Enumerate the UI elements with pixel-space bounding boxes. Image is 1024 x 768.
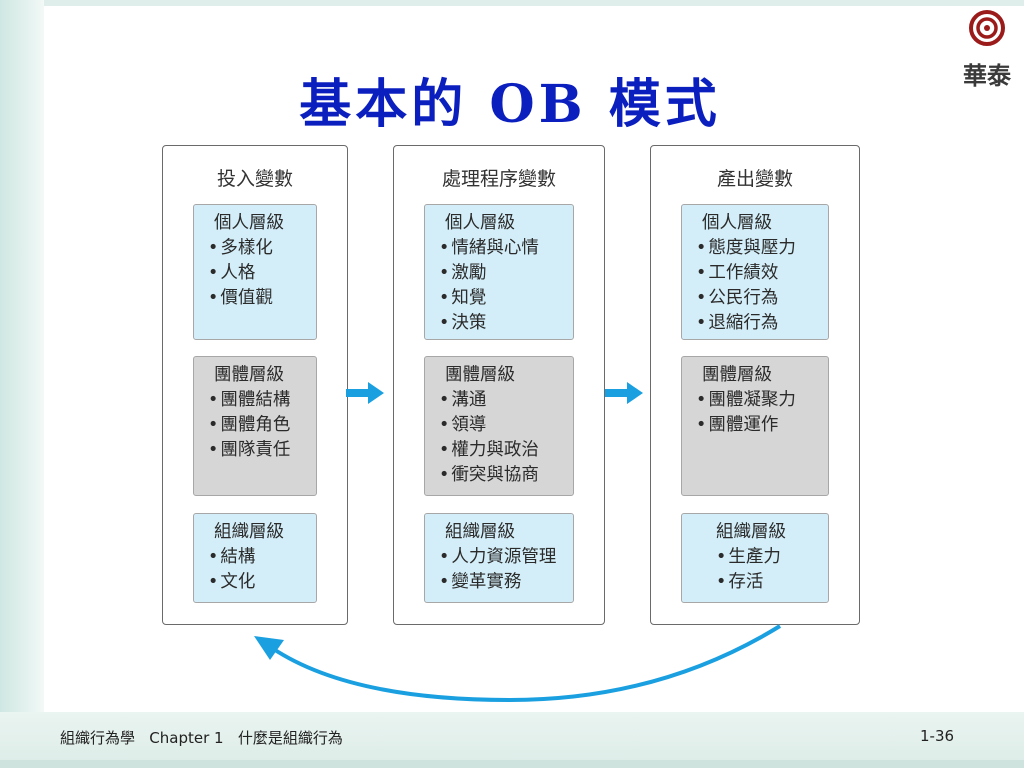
list-item: 多樣化 [208, 236, 316, 261]
card-group-level: 團體層級 團體凝聚力 團體運作 [681, 356, 829, 496]
ring-logo-icon [969, 10, 1005, 46]
feedback-arrow-icon [254, 624, 782, 703]
card-individual-level: 個人層級 情緒與心情 激勵 知覺 決策 [424, 204, 574, 340]
footer-course-label: 組織行為學 Chapter 1 什麼是組織行為 [60, 729, 343, 747]
column-title: 投入變數 [216, 168, 293, 190]
publisher-logo: 華泰 [958, 8, 1016, 90]
card-organization-level: 組織層級 結構 文化 [193, 513, 317, 603]
list-item: 團隊責任 [208, 438, 316, 463]
card-organization-level: 組織層級 人力資源管理 變革實務 [424, 513, 574, 603]
list-item: 團體角色 [208, 413, 316, 438]
column-process: 處理程序變數 個人層級 情緒與心情 激勵 知覺 決策 團體層級 溝通 領導 權力… [393, 145, 605, 625]
card-head: 團體層級 [214, 365, 284, 385]
page-number: 1-36 [920, 727, 955, 745]
list-item: 知覺 [439, 286, 573, 311]
footer-background [0, 712, 1024, 768]
list-item: 團體運作 [696, 413, 828, 438]
card-head: 團體層級 [445, 365, 515, 385]
card-head: 個人層級 [445, 213, 515, 233]
card-group-level: 團體層級 團體結構 團體角色 團隊責任 [193, 356, 317, 496]
list-item: 溝通 [439, 388, 573, 413]
logo-text: 華泰 [963, 61, 1011, 90]
list-item: 決策 [439, 311, 573, 336]
list-item: 工作績效 [696, 261, 828, 286]
list-item: 態度與壓力 [696, 236, 828, 261]
list-item: 退縮行為 [696, 311, 828, 336]
list-item: 價值觀 [208, 286, 316, 311]
left-background-band [0, 0, 44, 768]
list-item: 生產力 [696, 545, 828, 570]
column-title: 產出變數 [716, 168, 793, 190]
list-item: 團體結構 [208, 388, 316, 413]
list-item: 文化 [208, 570, 316, 595]
list-item: 情緒與心情 [439, 236, 573, 261]
list-item: 公民行為 [696, 286, 828, 311]
footer-bottom-line [0, 760, 1024, 768]
list-item: 變革實務 [439, 570, 573, 595]
list-item: 權力與政治 [439, 438, 573, 463]
list-item: 衝突與協商 [439, 463, 573, 488]
card-head: 組織層級 [716, 522, 786, 542]
card-individual-level: 個人層級 多樣化 人格 價值觀 [193, 204, 317, 340]
list-item: 人力資源管理 [439, 545, 573, 570]
right-arrow-icon [346, 382, 384, 404]
list-item: 結構 [208, 545, 316, 570]
card-head: 個人層級 [214, 213, 284, 233]
slide-title: 基本的 OB 模式 [299, 74, 721, 135]
list-item: 人格 [208, 261, 316, 286]
list-item: 激勵 [439, 261, 573, 286]
column-title: 處理程序變數 [441, 168, 556, 190]
card-head: 組織層級 [214, 522, 284, 542]
card-head: 團體層級 [702, 365, 772, 385]
right-arrow-icon [605, 382, 643, 404]
column-outputs: 產出變數 個人層級 態度與壓力 工作績效 公民行為 退縮行為 團體層級 團體凝聚… [650, 145, 860, 625]
card-organization-level: 組織層級 生產力 存活 [681, 513, 829, 603]
card-head: 個人層級 [702, 213, 772, 233]
card-individual-level: 個人層級 態度與壓力 工作績效 公民行為 退縮行為 [681, 204, 829, 340]
card-head: 組織層級 [445, 522, 515, 542]
top-stripe [0, 0, 1024, 6]
list-item: 存活 [696, 570, 828, 595]
list-item: 團體凝聚力 [696, 388, 828, 413]
column-inputs: 投入變數 個人層級 多樣化 人格 價值觀 團體層級 團體結構 團體角色 團隊責任… [162, 145, 348, 625]
list-item: 領導 [439, 413, 573, 438]
card-group-level: 團體層級 溝通 領導 權力與政治 衝突與協商 [424, 356, 574, 496]
